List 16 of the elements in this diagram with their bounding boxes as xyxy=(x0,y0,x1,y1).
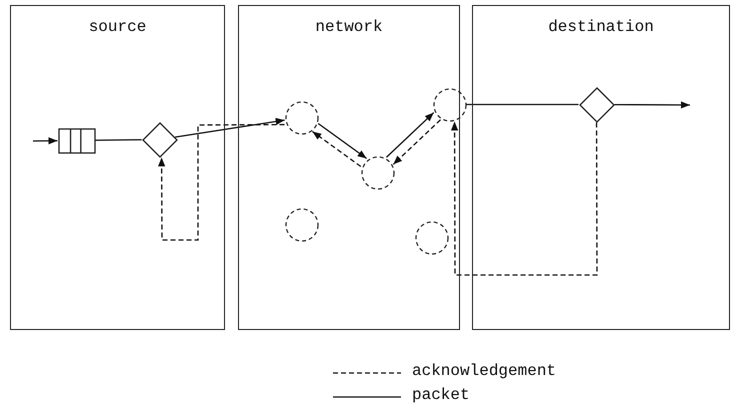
region-title: network xyxy=(315,18,383,36)
arrow xyxy=(614,101,690,109)
arrow xyxy=(174,118,285,138)
dashed-arrow xyxy=(392,119,441,165)
legend-label: acknowledgement xyxy=(412,362,556,380)
region-box xyxy=(472,5,730,330)
region-box xyxy=(10,5,225,330)
arrow xyxy=(318,122,368,160)
region-title: source xyxy=(88,18,146,36)
dashed-arrow xyxy=(158,124,284,241)
dashed-arrow xyxy=(312,130,362,168)
arrow xyxy=(33,137,58,144)
dashed-arrow xyxy=(450,122,598,276)
arrow xyxy=(386,112,434,158)
legend-label: packet xyxy=(412,386,470,404)
region-title: destination xyxy=(548,18,654,36)
